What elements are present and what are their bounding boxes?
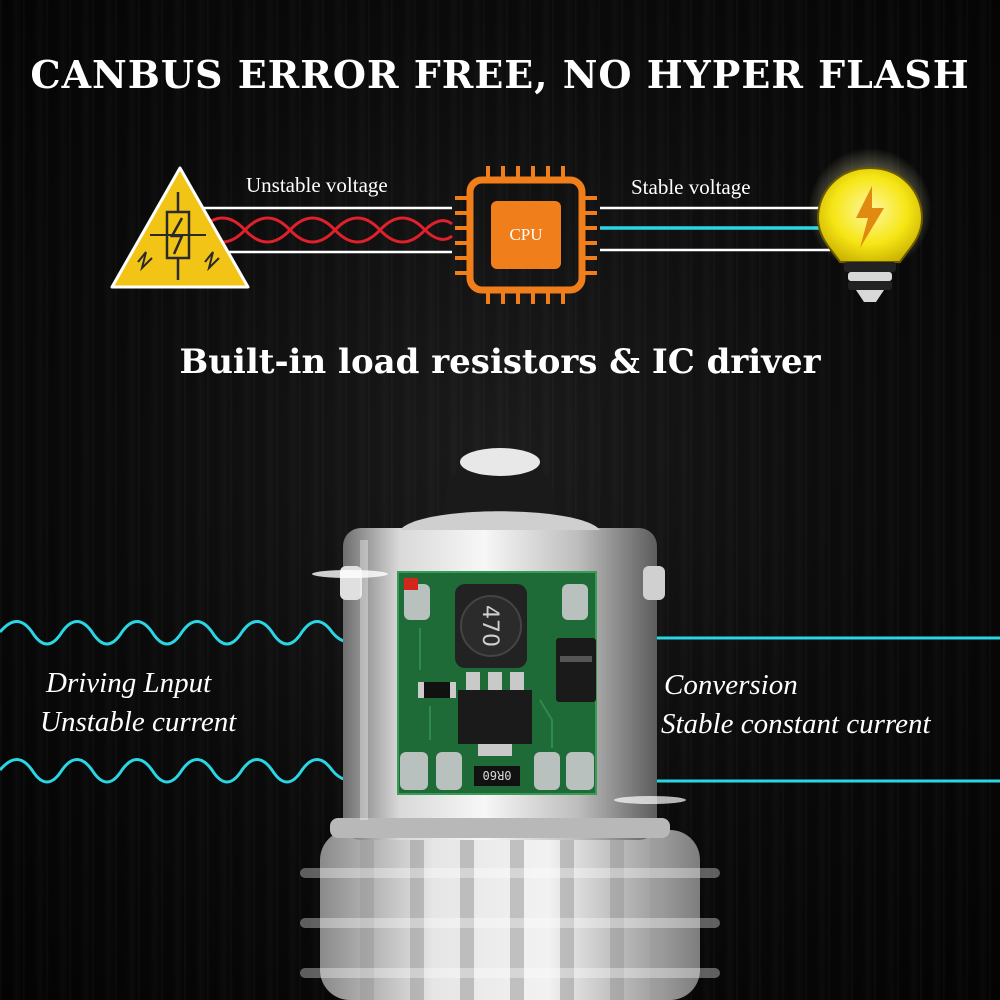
cpu-label: CPU [509,225,542,244]
finned-heatsink [300,830,720,1000]
stable-current-lines [650,636,1000,783]
cpu-chip-icon: CPU [455,166,597,304]
diode [556,638,596,702]
input-wires [198,206,453,254]
unstable-current-waves [0,620,361,784]
resistor-small [418,682,456,698]
unstable-current-label: Unstable current [40,706,237,738]
stable-voltage-label: Stable voltage [631,175,751,199]
resistor-bottom [474,766,520,786]
driving-input-label: Driving Lnput [46,667,212,699]
conversion-label: Conversion [664,669,798,701]
light-bulb-icon [808,148,932,302]
output-wires [600,206,830,252]
stable-current-label: Stable constant current [661,708,931,740]
resistor-marking: 0R60 [483,768,512,782]
unstable-voltage-label: Unstable voltage [246,173,388,197]
driver-pcb: 470 0R60 [397,571,597,795]
inductor-marking: 470 [477,605,502,647]
ic-driver [458,690,532,744]
unstable-voltage-wave-b [198,216,453,244]
led-bulb-product: 470 0R60 [300,448,720,1000]
warning-triangle-icon [110,166,250,289]
subheadline: Built-in load resistors & IC driver [179,342,821,382]
bayonet-pin-right [643,566,665,600]
headline: CANBUS ERROR FREE, NO HYPER FLASH [30,52,970,97]
